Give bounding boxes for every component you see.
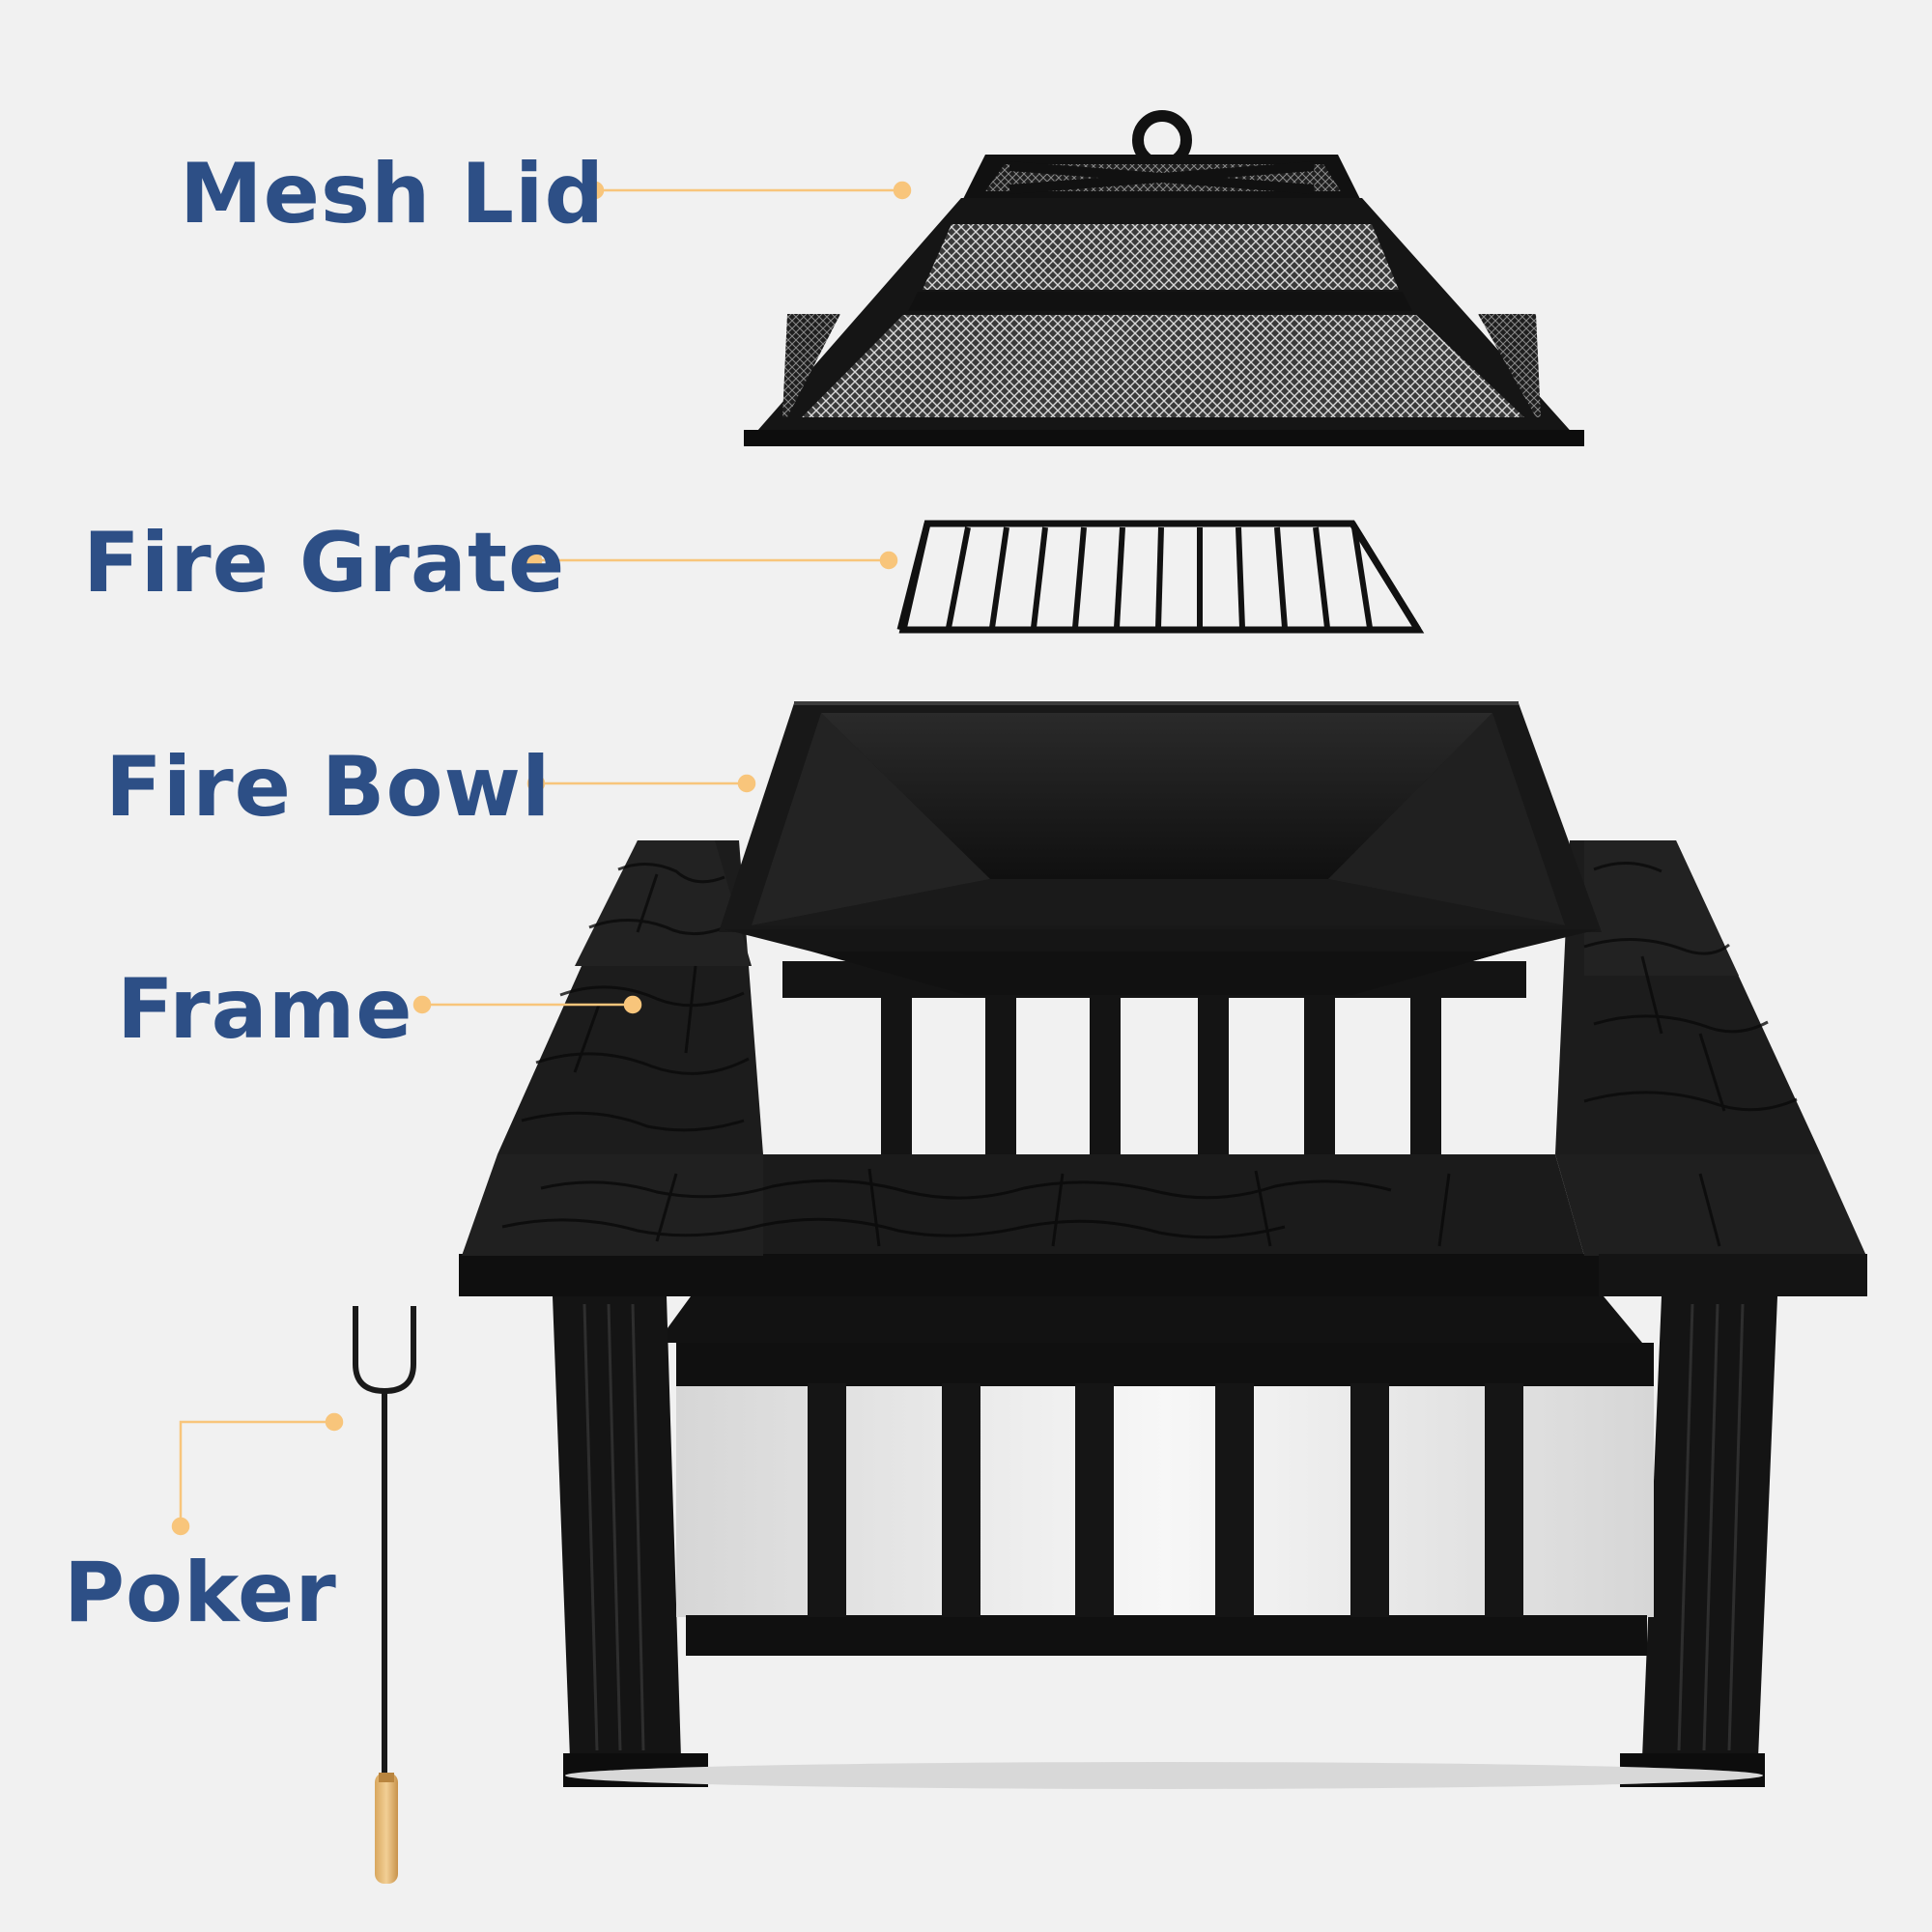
fire-bowl — [719, 701, 1602, 995]
poker — [353, 1306, 416, 1884]
mesh-lid — [744, 110, 1584, 446]
label-fire-grate: Fire Grate — [83, 515, 566, 611]
label-mesh-lid: Mesh Lid — [180, 146, 606, 242]
label-fire-bowl: Fire Bowl — [105, 739, 552, 836]
leader-fire-bowl — [526, 774, 756, 793]
leader-poker — [171, 1412, 344, 1536]
label-frame: Frame — [117, 961, 413, 1058]
poker-wooden-handle — [375, 1773, 398, 1884]
leader-fire-grate — [524, 551, 898, 570]
label-poker: Poker — [64, 1545, 337, 1641]
leader-frame — [412, 995, 642, 1014]
leader-mesh-lid — [585, 181, 912, 200]
leader-lines — [171, 181, 912, 1536]
fire-grate — [896, 520, 1425, 634]
frame-front — [459, 1154, 1867, 1789]
